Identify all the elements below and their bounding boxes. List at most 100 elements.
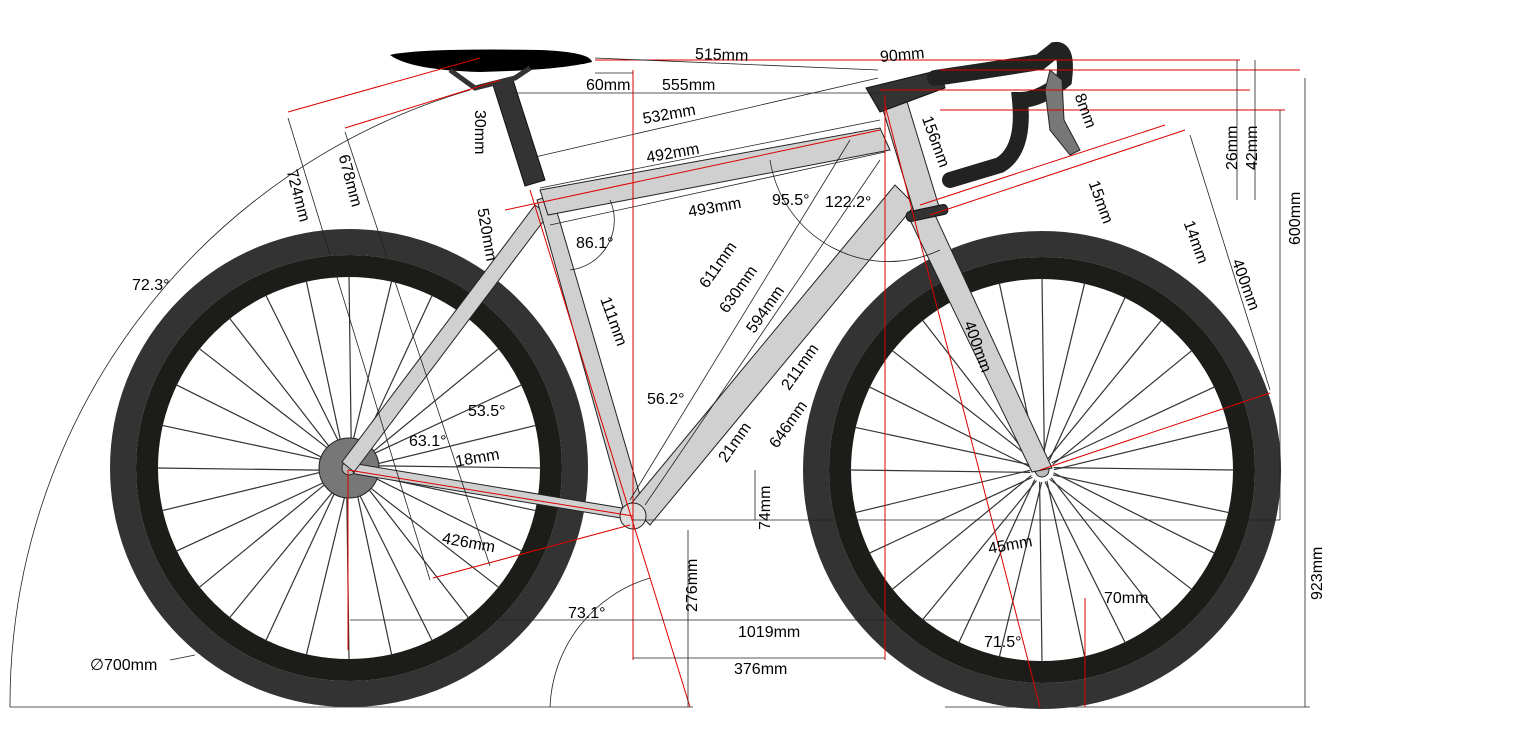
label-72-3deg: 72.3°: [132, 277, 170, 294]
label-532mm: 532mm: [641, 102, 697, 128]
stem: [865, 69, 946, 113]
rear-wheel: [110, 229, 588, 707]
label-1019mm: 1019mm: [738, 624, 800, 641]
spoke: [1053, 467, 1235, 471]
label-95-5deg: 95.5°: [772, 192, 810, 209]
spoke: [1046, 480, 1086, 658]
front-tire: [803, 231, 1281, 709]
spoke: [891, 349, 1035, 462]
spoke: [353, 478, 393, 656]
rear-rim: [136, 255, 562, 681]
dimension-lines: [169, 57, 1306, 707]
spoke: [348, 275, 352, 457]
frame: [341, 94, 1053, 530]
spoke: [175, 474, 340, 552]
label-90mm: 90mm: [879, 45, 925, 66]
label-60mm: 60mm: [586, 77, 630, 94]
label-15mm: 15mm: [1085, 178, 1116, 226]
label-724mm: 724mm: [283, 168, 313, 224]
label-wheel-diameter: ∅700mm: [90, 657, 157, 674]
spoke: [228, 317, 341, 461]
label-63-1deg: 63.1°: [409, 433, 447, 450]
spoke: [175, 384, 338, 466]
spoke: [1041, 282, 1086, 459]
label-111mm: 111mm: [596, 295, 629, 349]
spoke: [1049, 478, 1193, 591]
spoke: [868, 476, 1033, 554]
spoke: [198, 347, 342, 460]
spoke: [1047, 319, 1163, 460]
spoke: [198, 473, 339, 589]
label-400mm-right: 400mm: [1228, 257, 1262, 313]
spoke: [360, 470, 523, 552]
front-spokes: [849, 277, 1235, 663]
label-14mm: 14mm: [1180, 218, 1211, 266]
spoke: [1052, 349, 1193, 465]
saddle-rails: [448, 65, 532, 91]
spoke: [360, 465, 542, 469]
label-70mm: 70mm: [1104, 590, 1148, 607]
spoke: [265, 477, 343, 642]
front-wheel: [803, 231, 1281, 709]
spoke: [265, 294, 347, 457]
saddle: [390, 49, 592, 72]
spoke: [228, 478, 344, 619]
label-53-5deg: 53.5°: [468, 403, 506, 420]
spoke: [854, 426, 1032, 466]
spoke: [1053, 472, 1216, 554]
front-rim: [829, 257, 1255, 683]
label-26mm: 26mm: [1224, 126, 1241, 170]
top-tube: [539, 127, 891, 216]
spoke: [360, 424, 537, 469]
seat-angle-arc: [9, 89, 471, 708]
label-600mm: 600mm: [1287, 192, 1304, 245]
label-122-2deg: 122.2°: [825, 194, 871, 211]
label-73-1deg: 73.1°: [568, 605, 606, 622]
spoke: [356, 476, 500, 589]
label-376mm: 376mm: [734, 661, 787, 678]
label-56-2deg: 56.2°: [647, 391, 685, 408]
label-86-1deg: 86.1°: [576, 235, 614, 252]
spoke: [998, 481, 1043, 658]
label-30mm: 30mm: [471, 110, 488, 154]
label-493mm: 493mm: [687, 195, 743, 221]
label-45mm: 45mm: [987, 533, 1034, 557]
label-923mm: 923mm: [1309, 547, 1326, 600]
spoke: [921, 480, 1037, 621]
spoke: [358, 384, 523, 462]
label-555mm: 555mm: [662, 77, 715, 94]
spoke: [1044, 481, 1126, 644]
dimension-labels: 515mm 90mm 60mm 555mm 532mm 492mm 30mm 5…: [90, 45, 1326, 678]
spoke: [1053, 426, 1230, 471]
spoke: [1050, 477, 1163, 621]
spoke: [921, 319, 1034, 463]
rear-tire: [110, 229, 588, 707]
label-515mm: 515mm: [695, 46, 749, 65]
handlebar-drops: [927, 41, 1073, 188]
label-276mm: 276mm: [684, 559, 701, 612]
spoke: [958, 479, 1036, 644]
spoke: [1052, 474, 1230, 514]
spoke: [305, 280, 345, 458]
spoke: [161, 424, 339, 464]
label-646mm: 646mm: [767, 398, 812, 451]
label-74mm: 74mm: [757, 486, 774, 530]
spoke: [357, 475, 470, 619]
spoke: [854, 469, 1031, 514]
construction-lines: [287, 57, 1300, 708]
spoke: [305, 479, 350, 656]
spoke: [1048, 296, 1126, 461]
chainstay-tube: [343, 461, 646, 523]
seat-angle-small-arc: [549, 577, 651, 708]
spoke: [161, 467, 338, 512]
label-678mm: 678mm: [335, 153, 365, 209]
spoke: [891, 475, 1032, 591]
spoke: [351, 479, 433, 642]
spoke: [1041, 277, 1045, 459]
brake-lever: [1044, 69, 1081, 156]
spoke: [849, 469, 1031, 473]
spoke: [156, 467, 338, 471]
label-42mm: 42mm: [1244, 126, 1261, 170]
